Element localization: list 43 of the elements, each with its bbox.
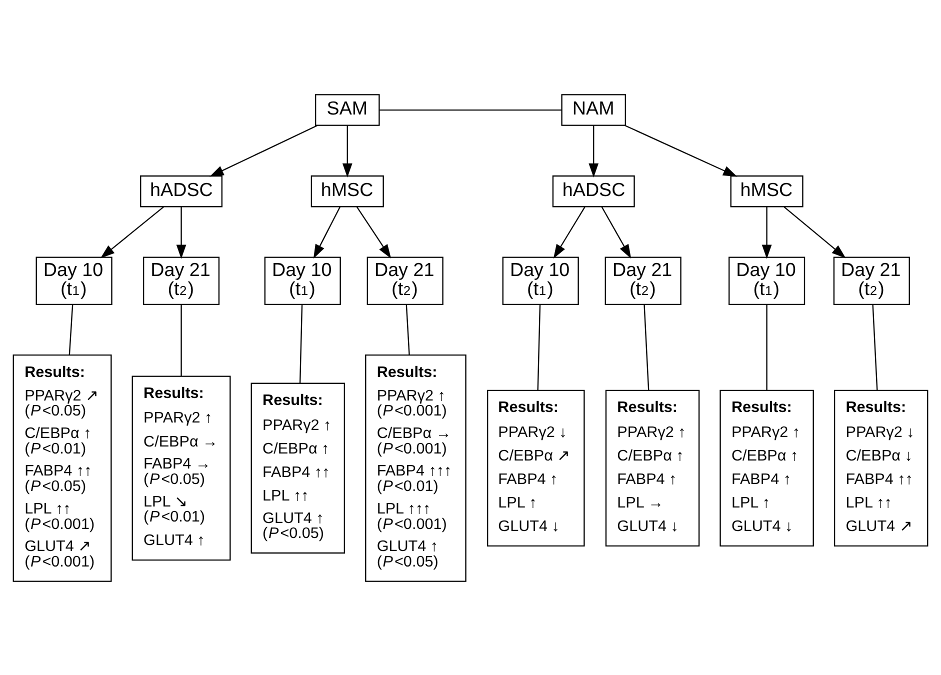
- connector: [537, 304, 541, 390]
- connector: [406, 304, 410, 355]
- node-box: SAM: [314, 94, 380, 126]
- node-box: Results: PPARγ2 ↓ C/EBPα ↗ FABP4 ↑ LPL ↑ GLUT4 ↓: [487, 389, 585, 546]
- connector: [644, 304, 650, 390]
- connector: [68, 304, 74, 355]
- arrow: [356, 206, 392, 258]
- node-box: Results: PPARγ2 ↑ (P<0.001) C/EBPα → (P<0.001) FABP4 ↑↑↑ (P<0.01) LPL ↑↑↑ (P<0.001) GLUT4 ↑ (P<0.05): [365, 354, 466, 582]
- connector: [180, 304, 182, 376]
- connector: [299, 304, 303, 383]
- node-box: Day 10 (t1): [264, 256, 341, 305]
- node-box: Results: PPARγ2 ↗ (P<0.05) C/EBPα ↑ (P<0.01) FABP4 ↑↑ (P<0.05) LPL ↑↑ (P<0.001) GLUT4 ↗ (P<0.001): [12, 354, 112, 582]
- node-box: Day 21 (t2): [833, 256, 910, 305]
- node-box: Day 10 (t1): [728, 256, 806, 305]
- arrow: [313, 206, 341, 258]
- arrow: [601, 206, 632, 258]
- node-box: hADSC: [140, 174, 222, 207]
- connector: [380, 108, 562, 110]
- arrow: [210, 124, 318, 176]
- connector: [766, 304, 768, 390]
- arrow: [784, 206, 846, 258]
- node-box: Results: PPARγ2 ↑ C/EBPα ↑ FABP4 ↑ LPL ↑ GLUT4 ↓: [720, 389, 814, 546]
- node-box: Day 21 (t2): [604, 256, 682, 305]
- node-box: NAM: [561, 94, 626, 126]
- arrow: [100, 206, 164, 258]
- arrow: [176, 206, 186, 258]
- arrow: [588, 125, 599, 178]
- arrow: [624, 124, 738, 176]
- arrow: [342, 125, 352, 178]
- node-box: hMSC: [730, 174, 804, 207]
- node-box: Results: PPARγ2 ↑ C/EBPα → FABP4 → (P<0.05) LPL ↘ (P<0.01) GLUT4 ↑: [132, 375, 231, 560]
- node-box: Day 21 (t2): [366, 256, 444, 305]
- connector: [872, 304, 878, 390]
- node-box: hMSC: [310, 174, 384, 207]
- node-box: Day 10 (t1): [502, 256, 579, 305]
- node-box: Results: PPARγ2 ↑ C/EBPα ↑ FABP4 ↑↑ LPL ↑↑ GLUT4 ↑ (P<0.05): [250, 382, 346, 554]
- node-box: Results: PPARγ2 ↓ C/EBPα ↓ FABP4 ↑↑ LPL ↑↑ GLUT4 ↗: [834, 389, 928, 546]
- node-box: Results: PPARγ2 ↑ C/EBPα ↑ FABP4 ↑ LPL → GLUT4 ↓: [605, 389, 700, 546]
- arrow: [762, 206, 772, 258]
- arrow: [553, 206, 586, 258]
- node-box: Day 21 (t2): [142, 256, 220, 305]
- node-box: Day 10 (t1): [36, 256, 112, 305]
- node-box: hADSC: [552, 174, 635, 207]
